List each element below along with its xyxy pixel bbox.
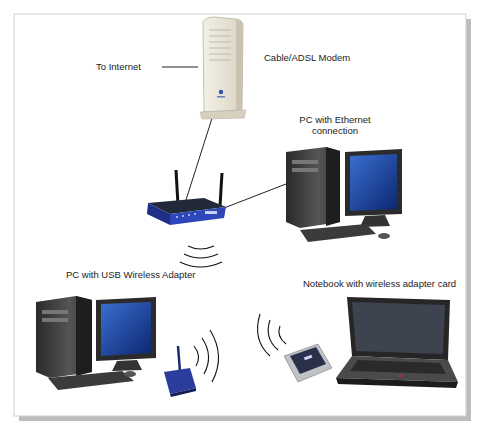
usb-pc-node: PC with USB Wireless Adapter	[66, 269, 226, 280]
modem-icon	[200, 17, 246, 119]
device-label: Cable/ADSL Modem	[264, 52, 374, 63]
device-label: PC with USB Wireless Adapter	[66, 269, 226, 280]
notebook-icon	[336, 297, 458, 388]
ethernet-cable	[186, 112, 214, 200]
ethernet-cable	[224, 184, 286, 208]
connection-label: To Internet	[96, 61, 141, 72]
wireless-router-icon	[147, 170, 226, 225]
pc-card-adapter-icon	[284, 344, 332, 382]
internet-line	[162, 67, 198, 68]
usb-wireless-adapter-icon	[164, 346, 196, 397]
card-frame	[14, 14, 466, 416]
desktop-pc-icon	[36, 296, 156, 390]
notebook-node: Notebook with wireless adapter card	[303, 278, 478, 289]
wireless-waves	[194, 330, 219, 382]
wireless-waves	[180, 246, 222, 267]
device-label: Notebook with wireless adapter card	[303, 278, 478, 289]
wireless-waves	[258, 314, 286, 356]
modem-label-node: Cable/ADSL Modem	[264, 52, 374, 63]
desktop-pc-icon	[286, 147, 402, 242]
device-label: PC with Ethernet connection	[276, 114, 394, 136]
ethernet-pc-node: PC with Ethernet connection	[276, 114, 394, 136]
